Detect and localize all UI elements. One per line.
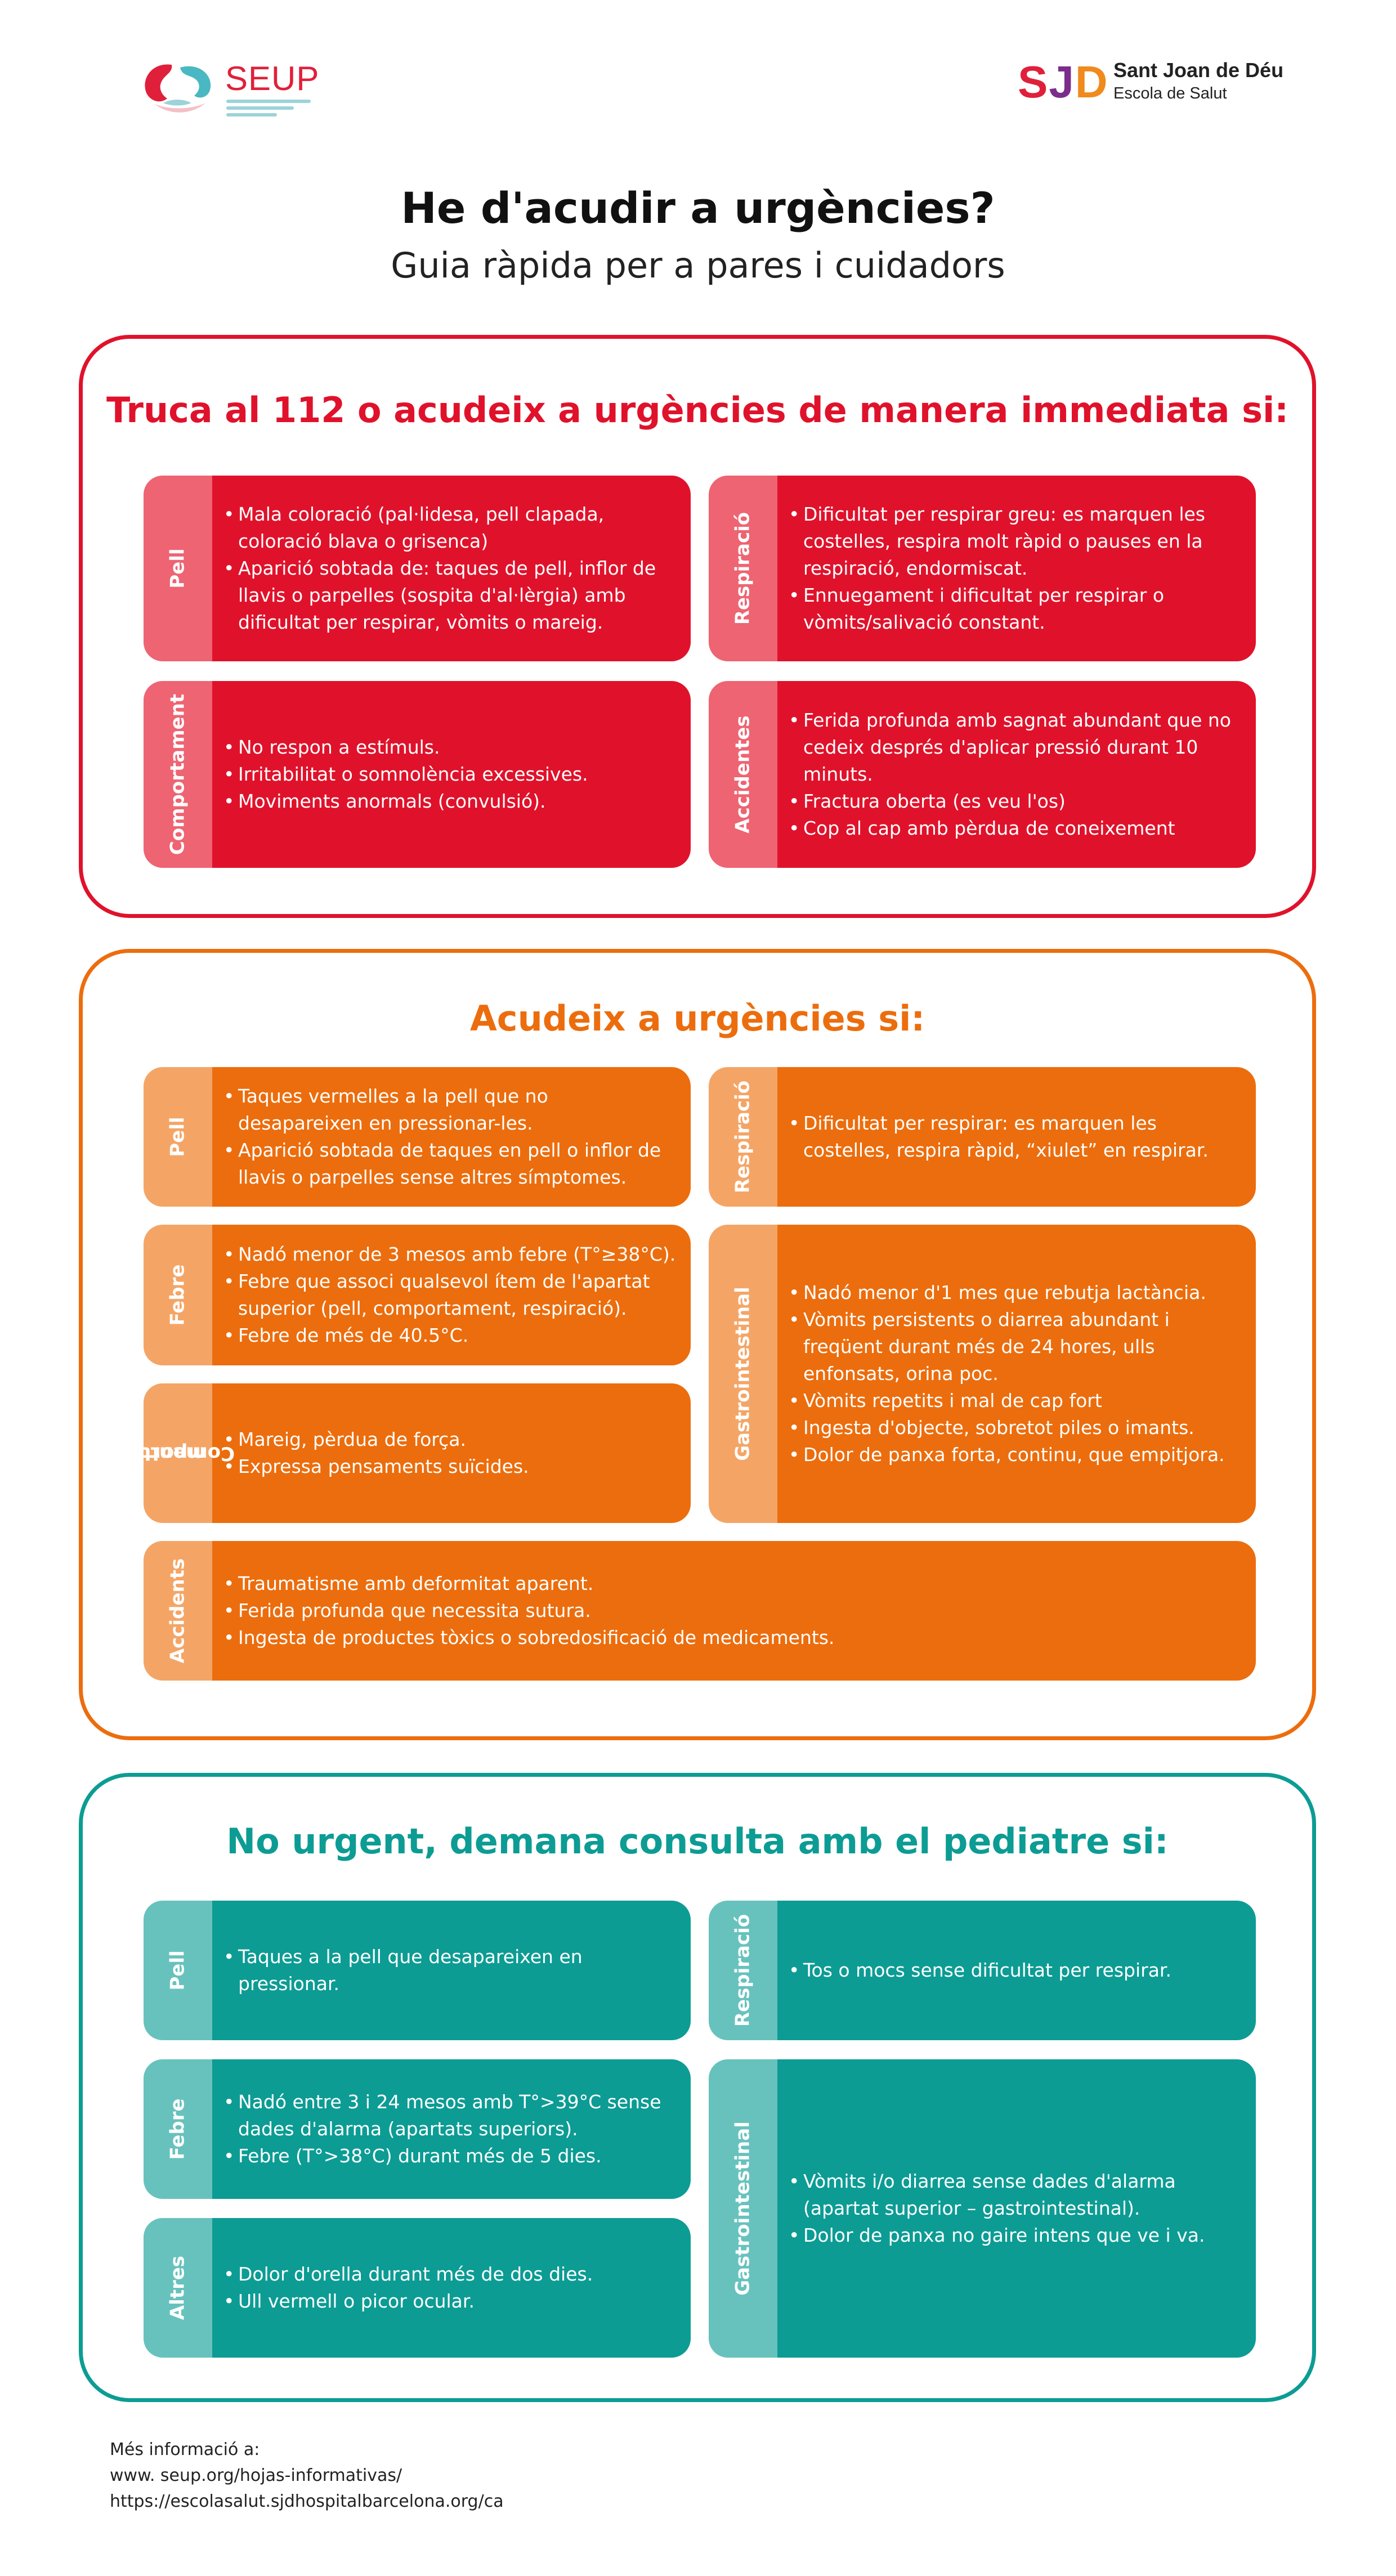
- seup-logo: SEUP: [138, 59, 324, 127]
- list-item: Moviments anormals (convulsió).: [223, 788, 588, 815]
- card-label: Febre: [166, 1264, 189, 1326]
- urgent-section: Acudeix a urgències si: Pell Taques verm…: [79, 949, 1316, 1740]
- seup-logo-text: SEUP: [225, 60, 320, 97]
- card-tab: Accidents: [144, 1541, 212, 1681]
- card-label: Gastrointestinal: [731, 1287, 754, 1461]
- footer-link-sjd[interactable]: https://escolasalut.sjdhospitalbarcelona…: [110, 2492, 504, 2511]
- list-item: Vòmits persistents o diarrea abundant i …: [789, 1306, 1241, 1387]
- list-item: Tos o mocs sense dificultat per respirar…: [789, 1957, 1171, 1984]
- list-item: Traumatisme amb deformitat aparent.: [223, 1570, 834, 1597]
- list-item: Nadó menor de 3 mesos amb febre (T°≥38°C…: [223, 1241, 676, 1268]
- list-item: Expressa pensaments suïcides.: [223, 1453, 529, 1480]
- urgent-accidents-card: Accidents Traumatisme amb deformitat apa…: [144, 1541, 1256, 1681]
- list-item: Vòmits i/o diarrea sense dades d'alarma …: [789, 2168, 1241, 2222]
- list-item: No respon a estímuls.: [223, 734, 588, 761]
- list-item: Ferida profunda que necessita sutura.: [223, 1597, 834, 1624]
- list-item: Mala coloració (pal·lidesa, pell clapada…: [223, 501, 676, 555]
- page-title: He d'acudir a urgències?: [401, 183, 995, 233]
- list-item: Dificultat per respirar greu: es marquen…: [789, 501, 1241, 582]
- footer-link-seup[interactable]: www. seup.org/hojas-informativas/: [110, 2466, 402, 2485]
- list-item: Dolor de panxa no gaire intens que ve i …: [789, 2222, 1241, 2249]
- non-urgent-title: No urgent, demana consulta amb el pediat…: [226, 1821, 1169, 1862]
- footer-label: Més informació a:: [110, 2440, 260, 2459]
- list-item: Fractura oberta (es veu l'os): [789, 788, 1241, 815]
- page-subtitle: Guia ràpida per a pares i cuidadors: [391, 245, 1005, 286]
- list-item: Irritabilitat o somnolència excessives.: [223, 761, 588, 788]
- card-label: Pell: [166, 548, 189, 589]
- list-item: Dolor d'orella durant més de dos dies.: [223, 2261, 593, 2288]
- footer: Més informació a: www. seup.org/hojas-in…: [110, 2437, 504, 2515]
- sjd-logo-name: Sant Joan de Déu: [1113, 59, 1284, 82]
- list-item: Vòmits repetits i mal de cap fort: [789, 1387, 1241, 1414]
- card-label: Pell: [166, 1950, 189, 1991]
- list-item: Ferida profunda amb sagnat abundant que …: [789, 707, 1241, 788]
- emergency-title: Truca al 112 o acudeix a urgències de ma…: [106, 389, 1289, 431]
- card-tab: Pell: [144, 1901, 212, 2040]
- emergency-section: Truca al 112 o acudeix a urgències de ma…: [79, 335, 1316, 918]
- card-label: Respiració: [731, 512, 754, 625]
- non-urgent-fever-card: Febre Nadó entre 3 i 24 mesos amb T°>39°…: [144, 2059, 691, 2199]
- card-label: Febre: [166, 2098, 189, 2160]
- card-label: Respiració: [731, 1080, 754, 1194]
- card-tab: Pell: [144, 1067, 212, 1207]
- card-tab: Respiració: [709, 1901, 777, 2040]
- urgent-behaviour-card: Comporta-ment Mareig, pèrdua de força. E…: [144, 1383, 691, 1523]
- sjd-logo: SJD Sant Joan de Déu Escola de Salut: [1018, 56, 1283, 113]
- non-urgent-breathing-card: Respiració Tos o mocs sense dificultat p…: [709, 1901, 1256, 2040]
- list-item: Febre (T°>38°C) durant més de 5 dies.: [223, 2143, 676, 2170]
- list-item: Ennuegament i dificultat per respirar o …: [789, 582, 1241, 636]
- card-label: Respiració: [731, 1914, 754, 2027]
- non-urgent-gastro-card: Gastrointestinal Vòmits i/o diarrea sens…: [709, 2059, 1256, 2358]
- list-item: Nadó entre 3 i 24 mesos amb T°>39°C sens…: [223, 2089, 676, 2143]
- card-label: Accidents: [166, 1558, 189, 1664]
- list-item: Dificultat per respirar: es marquen les …: [789, 1110, 1241, 1164]
- urgent-gastro-card: Gastrointestinal Nadó menor d'1 mes que …: [709, 1225, 1256, 1523]
- list-item: Febre de més de 40.5°C.: [223, 1322, 676, 1349]
- card-label: Accidentes: [731, 715, 754, 834]
- card-tab: Altres: [144, 2218, 212, 2358]
- emergency-breathing-card: Respiració Dificultat per respirar greu:…: [709, 476, 1256, 661]
- card-label: Gastrointestinal: [731, 2121, 754, 2296]
- list-item: Aparició sobtada de: taques de pell, inf…: [223, 555, 676, 636]
- non-urgent-other-card: Altres Dolor d'orella durant més de dos …: [144, 2218, 691, 2358]
- card-tab: Accidentes: [709, 681, 777, 868]
- card-label: Pell: [166, 1117, 189, 1157]
- emergency-accidents-card: Accidentes Ferida profunda amb sagnat ab…: [709, 681, 1256, 868]
- card-tab: Respiració: [709, 476, 777, 661]
- card-tab: Febre: [144, 2059, 212, 2199]
- non-urgent-skin-card: Pell Taques a la pell que desapareixen e…: [144, 1901, 691, 2040]
- list-item: Taques a la pell que desapareixen en pre…: [223, 1943, 676, 1997]
- sjd-logo-school: Escola de Salut: [1113, 84, 1227, 102]
- card-tab: Comportament: [144, 681, 212, 868]
- list-item: Ull vermell o picor ocular.: [223, 2288, 593, 2315]
- list-item: Ingesta d'objecte, sobretot piles o iman…: [789, 1414, 1241, 1441]
- list-item: Febre que associ qualsevol ítem de l'apa…: [223, 1268, 676, 1322]
- card-tab: Febre: [144, 1225, 212, 1365]
- emergency-behaviour-card: Comportament No respon a estímuls. Irrit…: [144, 681, 691, 868]
- card-tab: Gastrointestinal: [709, 1225, 777, 1523]
- list-item: Ingesta de productes tòxics o sobredosif…: [223, 1624, 834, 1651]
- card-tab: Gastrointestinal: [709, 2059, 777, 2358]
- non-urgent-section: No urgent, demana consulta amb el pediat…: [79, 1773, 1316, 2402]
- list-item: Mareig, pèrdua de força.: [223, 1426, 529, 1453]
- urgent-title: Acudeix a urgències si:: [469, 998, 925, 1039]
- seup-logo-tagline: [226, 100, 311, 121]
- seup-logo-icon: [145, 64, 211, 113]
- urgent-breathing-card: Respiració Dificultat per respirar: es m…: [709, 1067, 1256, 1207]
- sjd-logo-mark: SJD: [1018, 57, 1109, 107]
- card-tab: Pell: [144, 476, 212, 661]
- list-item: Dolor de panxa forta, continu, que empit…: [789, 1441, 1241, 1468]
- list-item: Cop al cap amb pèrdua de coneixement: [789, 815, 1241, 842]
- card-label: Comportament: [166, 693, 189, 855]
- urgent-skin-card: Pell Taques vermelles a la pell que no d…: [144, 1067, 691, 1207]
- card-tab: Comporta-ment: [144, 1383, 235, 1523]
- list-item: Taques vermelles a la pell que no desapa…: [223, 1083, 676, 1137]
- list-item: Nadó menor d'1 mes que rebutja lactància…: [789, 1279, 1241, 1306]
- card-label: Altres: [166, 2255, 189, 2320]
- card-tab: Respiració: [709, 1067, 777, 1207]
- urgent-fever-card: Febre Nadó menor de 3 mesos amb febre (T…: [144, 1225, 691, 1365]
- list-item: Aparició sobtada de taques en pell o inf…: [223, 1137, 676, 1191]
- emergency-skin-card: Pell Mala coloració (pal·lidesa, pell cl…: [144, 476, 691, 661]
